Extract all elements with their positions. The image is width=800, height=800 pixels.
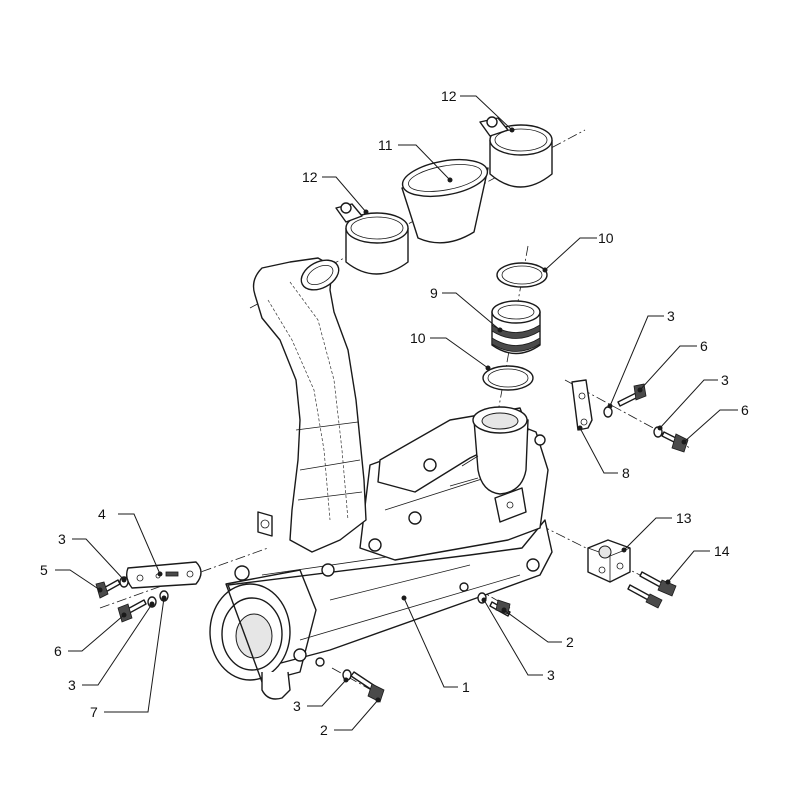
callout-1: 1 (462, 679, 470, 695)
o-ring-lower (482, 365, 534, 391)
exhaust-hose (401, 158, 489, 244)
bolts (95, 383, 689, 703)
callout-14: 14 (714, 543, 730, 559)
adapter-sleeve (491, 300, 541, 355)
callout-10-lower: 10 (410, 330, 426, 346)
cover-plate (125, 561, 202, 589)
hose-clamp-upper (479, 116, 553, 188)
callout-2-right: 2 (566, 634, 574, 650)
callout-3-left-bottom: 3 (68, 677, 76, 693)
callout-3-right-top: 3 (667, 308, 675, 324)
callout-2-bottom: 2 (320, 722, 328, 738)
leader-lines (55, 95, 738, 731)
callout-10-upper: 10 (598, 230, 614, 246)
callout-6-right-top: 6 (700, 338, 708, 354)
exhaust-elbow-pipe (252, 257, 367, 553)
callout-9: 9 (430, 285, 438, 301)
callout-5: 5 (40, 562, 48, 578)
callout-8: 8 (622, 465, 630, 481)
callout-3-right: 3 (721, 372, 729, 388)
callout-6-right: 6 (741, 402, 749, 418)
callout-13: 13 (676, 510, 692, 526)
cap-screws (627, 571, 677, 609)
callout-3-left-top: 3 (58, 531, 66, 547)
callout-11: 11 (378, 137, 393, 153)
riser-outlet (449, 406, 529, 495)
clamp-block (587, 539, 631, 583)
leader-dots (97, 127, 687, 703)
callout-6-left: 6 (54, 643, 62, 659)
callout-12-lower: 12 (302, 169, 318, 185)
callout-3-bottom: 3 (293, 698, 301, 714)
callout-labels: 12 11 12 10 9 10 3 6 3 6 8 13 14 4 3 5 6… (40, 88, 749, 738)
o-ring-upper (496, 262, 548, 288)
callout-12-upper: 12 (441, 88, 457, 104)
mounting-bracket (571, 379, 593, 431)
hose-clamp-lower (335, 202, 409, 275)
callout-3-right-bottom: 3 (547, 667, 555, 683)
callout-7: 7 (90, 704, 98, 720)
callout-4: 4 (98, 506, 106, 522)
